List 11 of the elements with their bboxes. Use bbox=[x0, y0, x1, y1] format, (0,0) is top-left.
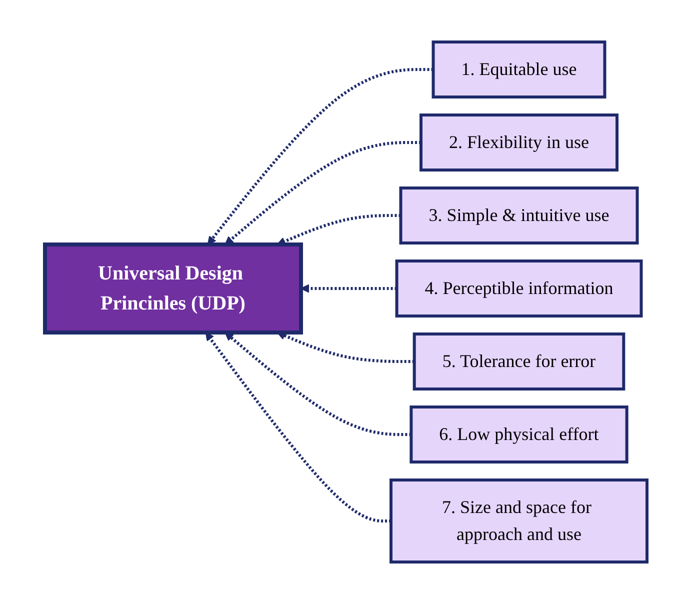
node-box: 2. Flexibility in use bbox=[420, 113, 618, 171]
arrow bbox=[224, 140, 421, 244]
node-box: 4. Perceptible information bbox=[395, 259, 643, 317]
node-box: 5. Tolerance for error bbox=[412, 332, 626, 390]
node-box: 1. Equitable use bbox=[432, 40, 606, 98]
arrow bbox=[300, 284, 397, 292]
node-box: Universal Design Princinles (UDP) bbox=[43, 242, 303, 334]
node-box: 7. Size and space for approach and use bbox=[390, 478, 648, 563]
arrow bbox=[276, 214, 401, 245]
node-box: 6. Low physical effort bbox=[410, 405, 628, 463]
node-box: 3. Simple & intuitive use bbox=[399, 186, 639, 244]
